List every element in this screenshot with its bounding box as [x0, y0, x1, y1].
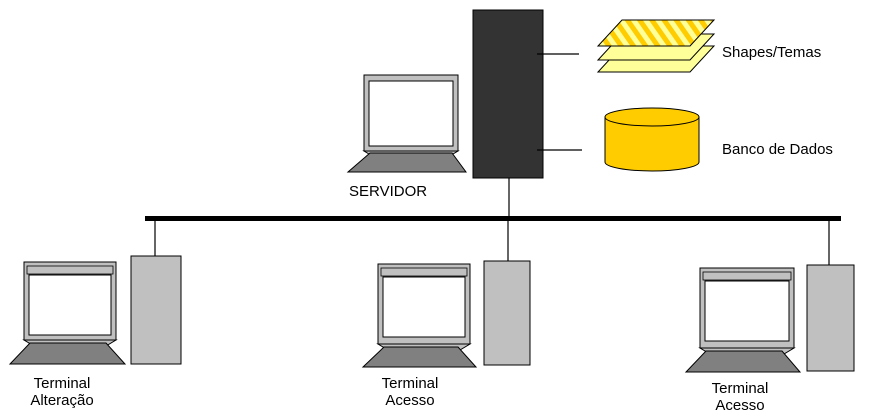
database-label: Banco de Dados — [722, 141, 833, 158]
network-bus — [145, 216, 841, 221]
server-label: SERVIDOR — [349, 183, 428, 200]
terminal-1-label-line1: Terminal — [33, 375, 91, 392]
terminal-3-label: Terminal Acesso — [703, 380, 777, 414]
terminal-2-computer-icon — [361, 260, 531, 368]
database-icon — [604, 107, 700, 172]
terminal-3-label-line1: Terminal — [711, 380, 769, 397]
server-keyboard-icon — [346, 152, 467, 173]
terminal-2-label-line2: Acesso — [385, 392, 435, 409]
terminal-1-computer-icon — [8, 255, 182, 365]
terminal-1-label: Terminal Alteração — [22, 375, 102, 409]
server-tower-icon — [472, 9, 544, 179]
terminal-3-computer-icon — [684, 264, 855, 373]
terminal-2-tower-icon — [483, 260, 531, 366]
terminal-3-keyboard-icon — [684, 350, 802, 373]
terminal-3-label-line2: Acesso — [715, 397, 765, 414]
terminal-1-keyboard-icon — [8, 342, 127, 365]
terminal-2-label: Terminal Acesso — [373, 375, 447, 409]
terminal-2-keyboard-icon — [361, 346, 478, 368]
terminal-1-tower-icon — [130, 255, 182, 365]
terminal-1-label-line2: Alteração — [30, 392, 94, 409]
shapes-label: Shapes/Temas — [722, 44, 822, 61]
terminal-3-tower-icon — [806, 264, 855, 372]
server-monitor-icon — [362, 74, 460, 158]
terminal-2-label-line1: Terminal — [381, 375, 439, 392]
layers-icon — [596, 19, 716, 73]
